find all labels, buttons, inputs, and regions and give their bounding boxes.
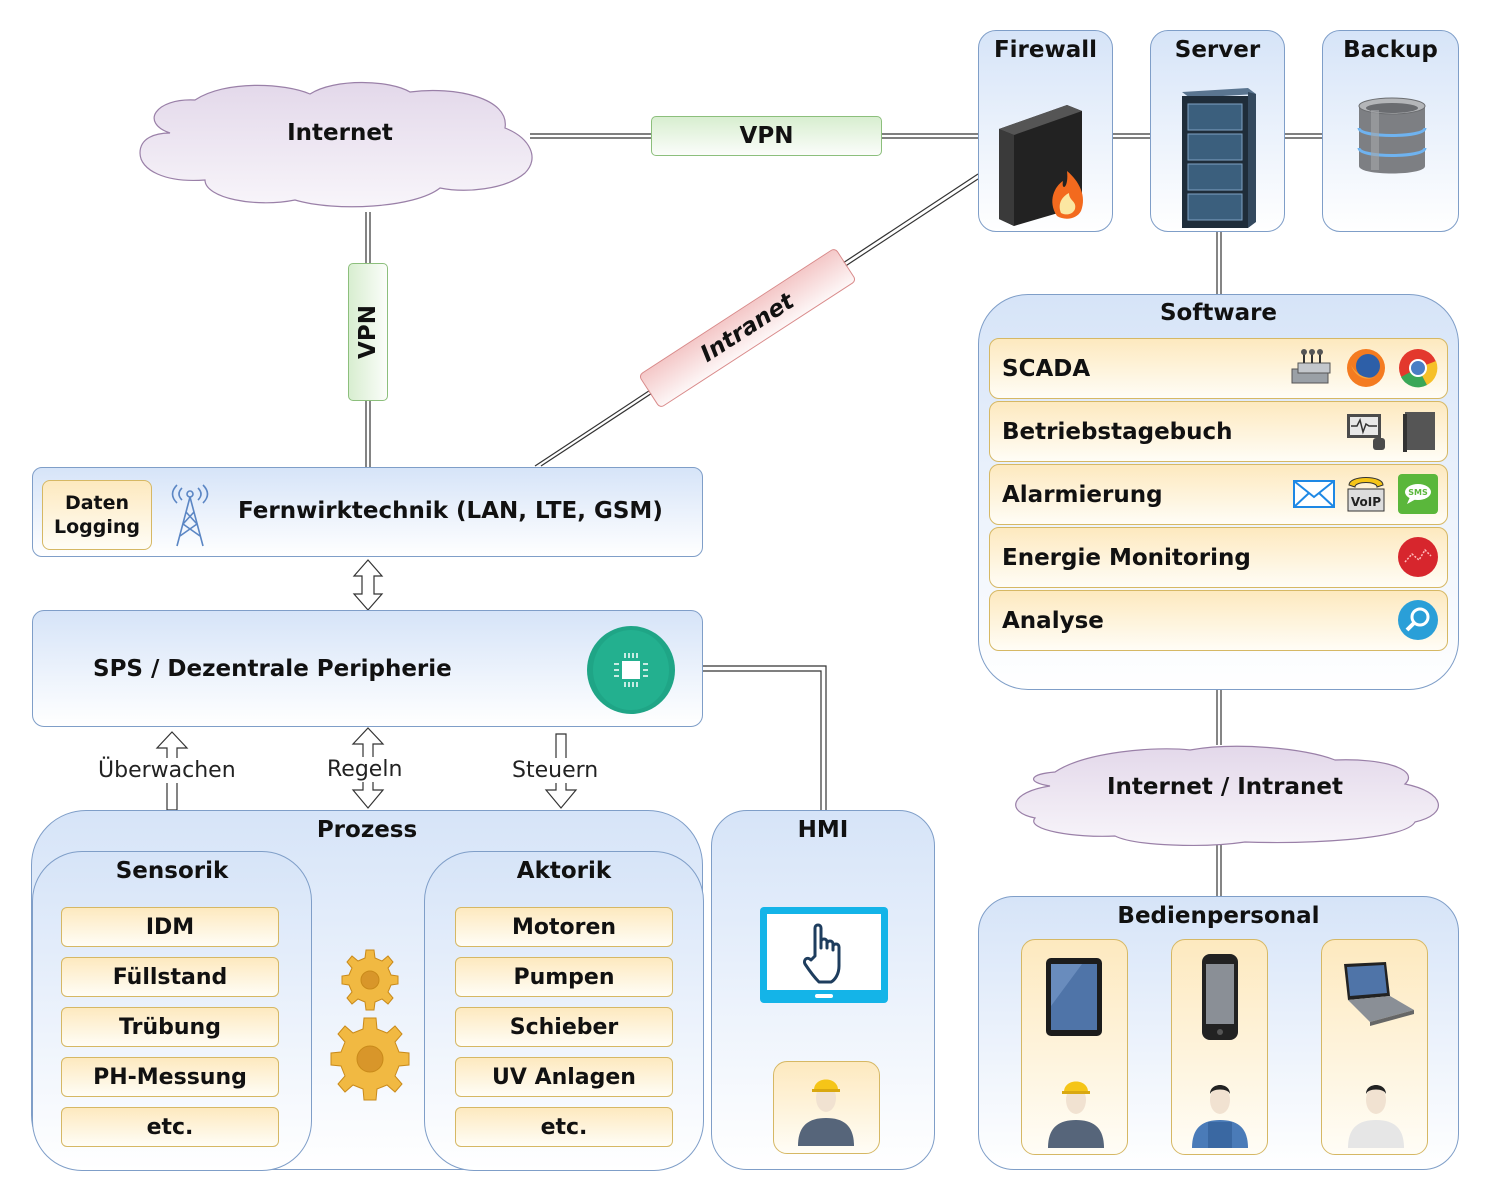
sps-title: SPS / Dezentrale Peripherie xyxy=(93,656,452,682)
vpn-label: VPN xyxy=(355,305,381,359)
software-row-label: Analyse xyxy=(1002,607,1104,634)
prozess-title: Prozess xyxy=(316,817,418,843)
firewall-box: Firewall xyxy=(978,30,1113,232)
aktorik-box: Aktorik Motoren Pumpen Schieber UV Anlag… xyxy=(424,851,704,1171)
voip-phone-icon: VoIP xyxy=(1347,477,1385,512)
sensor-item[interactable]: PH-Messung xyxy=(61,1057,279,1097)
ueberwachen-label: Überwachen xyxy=(98,758,236,783)
operator-card-smartphone[interactable] xyxy=(1171,939,1268,1155)
actuator-item[interactable]: etc. xyxy=(455,1107,673,1147)
software-title: Software xyxy=(1159,300,1278,326)
badge-line: Logging xyxy=(53,516,140,538)
sensor-item[interactable]: etc. xyxy=(61,1107,279,1147)
server-rack-icon xyxy=(1182,88,1256,228)
internet-intranet-cloud: Internet / Intranet xyxy=(1005,742,1445,848)
cpu-chip-icon xyxy=(587,626,675,714)
magnifier-icon xyxy=(1398,600,1438,640)
worker-overalls-icon xyxy=(1192,1085,1248,1148)
sps-box: SPS / Dezentrale Peripherie xyxy=(32,610,703,727)
software-row-label: Energie Monitoring xyxy=(1002,544,1251,571)
internet-label: Internet xyxy=(287,120,393,146)
regeln-label: Regeln xyxy=(327,757,403,782)
software-box: Software SCADA xyxy=(978,294,1459,690)
badge-line: Daten xyxy=(64,492,130,514)
fernwirktechnik-title: Fernwirktechnik (LAN, LTE, GSM) xyxy=(238,498,663,524)
cloud-icon xyxy=(139,81,533,208)
svg-text:VoIP: VoIP xyxy=(1351,495,1381,509)
sensor-item[interactable]: Füllstand xyxy=(61,957,279,997)
book-icon xyxy=(1403,412,1435,452)
worker-hardhat-icon xyxy=(1048,1081,1104,1148)
database-icon xyxy=(1357,97,1427,174)
software-row-scada[interactable]: SCADA xyxy=(989,338,1448,399)
software-row-energie-monitoring[interactable]: Energie Monitoring xyxy=(989,527,1448,588)
software-row-label: SCADA xyxy=(1002,355,1091,382)
vpn-link-vertical: VPN xyxy=(348,263,388,401)
gears-icon xyxy=(330,949,410,1101)
prozess-box: Prozess Sensorik IDM Füllstand Trübung P… xyxy=(31,810,704,1171)
svg-text:SMS: SMS xyxy=(1408,488,1428,497)
radio-tower-icon xyxy=(171,484,209,547)
sensorik-title: Sensorik xyxy=(115,858,229,884)
firewall-icon xyxy=(999,105,1084,226)
software-row-alarmierung[interactable]: Alarmierung VoIP SMS xyxy=(989,464,1448,525)
software-row-betriebstagebuch[interactable]: Betriebstagebuch xyxy=(989,401,1448,462)
firewall-title: Firewall xyxy=(993,37,1098,63)
sms-icon: SMS xyxy=(1398,474,1438,514)
server-title: Server xyxy=(1174,37,1261,63)
fernwirktechnik-box: Daten Logging Fernwirktechnik (LAN, LTE,… xyxy=(32,467,703,557)
hmi-operator-card[interactable] xyxy=(773,1061,880,1154)
backup-title: Backup xyxy=(1343,37,1438,63)
internet-cloud: Internet xyxy=(135,78,545,213)
firefox-icon xyxy=(1347,349,1385,387)
server-box: Server xyxy=(1150,30,1285,232)
backup-box: Backup xyxy=(1322,30,1459,232)
sensor-item[interactable]: Trübung xyxy=(61,1007,279,1047)
actuator-item[interactable]: UV Anlagen xyxy=(455,1057,673,1097)
monitor-database-icon xyxy=(1347,414,1385,450)
daten-logging-badge: Daten Logging xyxy=(42,480,152,550)
bedienpersonal-box: Bedienpersonal xyxy=(978,896,1459,1170)
operator-card-tablet[interactable] xyxy=(1021,939,1128,1155)
aktorik-title: Aktorik xyxy=(516,858,612,884)
cloud-icon xyxy=(1015,745,1439,846)
software-row-analyse[interactable]: Analyse xyxy=(989,590,1448,651)
hmi-title: HMI xyxy=(797,817,849,843)
email-icon xyxy=(1293,480,1335,508)
software-row-label: Alarmierung xyxy=(1002,481,1163,508)
hmi-box: HMI xyxy=(711,810,935,1170)
scada-plant-icon xyxy=(1291,349,1331,384)
worker-hardhat-icon xyxy=(798,1079,854,1146)
sensor-item[interactable]: IDM xyxy=(61,907,279,947)
smartphone-icon xyxy=(1202,954,1238,1040)
laptop-icon xyxy=(1344,962,1414,1026)
bedienpersonal-title: Bedienpersonal xyxy=(1117,903,1320,929)
internet-intranet-label: Internet / Intranet xyxy=(1106,774,1343,800)
touchscreen-icon xyxy=(760,907,888,1003)
line-chart-icon xyxy=(1398,537,1438,577)
tablet-icon xyxy=(1046,958,1102,1036)
actuator-item[interactable]: Motoren xyxy=(455,907,673,947)
vpn-label: VPN xyxy=(739,123,794,149)
actuator-item[interactable]: Pumpen xyxy=(455,957,673,997)
operator-card-laptop[interactable] xyxy=(1321,939,1428,1155)
person-shirt-icon xyxy=(1348,1085,1404,1148)
software-row-label: Betriebstagebuch xyxy=(1002,418,1233,445)
vpn-link-horizontal: VPN xyxy=(651,116,882,156)
chrome-icon xyxy=(1399,349,1438,388)
sensorik-box: Sensorik IDM Füllstand Trübung PH-Messun… xyxy=(32,851,312,1171)
actuator-item[interactable]: Schieber xyxy=(455,1007,673,1047)
steuern-label: Steuern xyxy=(512,758,599,783)
